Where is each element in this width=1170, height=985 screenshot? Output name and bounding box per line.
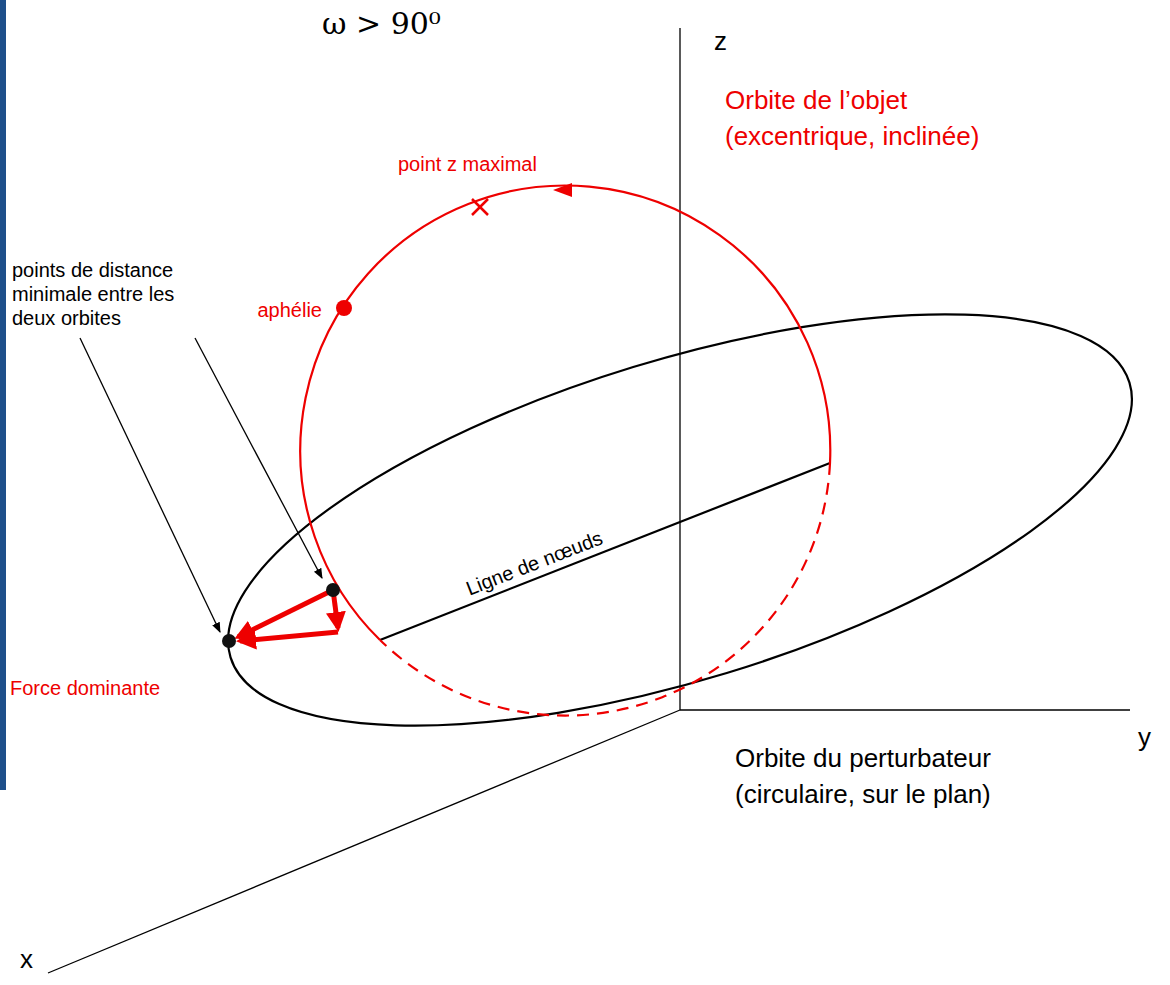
line-of-nodes bbox=[380, 463, 830, 640]
omega-condition: ω > 90⁰ bbox=[322, 6, 441, 42]
dominant-force-arrow bbox=[238, 590, 333, 637]
slide-edge-band bbox=[0, 0, 6, 790]
perturber-orbit bbox=[184, 230, 1170, 811]
force-component-arrow bbox=[240, 632, 338, 641]
axis-label: z bbox=[714, 26, 727, 57]
x-axis bbox=[48, 710, 680, 973]
aphelion-dot bbox=[336, 300, 352, 316]
leader-line bbox=[195, 338, 322, 578]
max-z-mark bbox=[472, 199, 488, 215]
object-orbit-above bbox=[300, 186, 830, 640]
force-label: Force dominante bbox=[10, 676, 160, 700]
axis-label: x bbox=[20, 944, 33, 975]
leader-line bbox=[80, 338, 220, 632]
node-line-label: Ligne de nœuds bbox=[462, 526, 605, 601]
object-orbit-label: Orbite de l’objet (excentrique, inclinée… bbox=[725, 82, 1045, 155]
min-distance-label: points de distance minimale entre les de… bbox=[12, 258, 197, 330]
max-z-mark bbox=[472, 199, 488, 215]
max-z-label: point z maximal bbox=[398, 152, 537, 176]
axis-label: y bbox=[1138, 722, 1151, 753]
orbit-direction-arrow bbox=[553, 183, 572, 197]
y-axis bbox=[680, 709, 1130, 710]
object-orbit-below bbox=[380, 463, 830, 716]
min-distance-point bbox=[326, 583, 340, 597]
perturber-orbit-label: Orbite du perturbateur (circulaire, sur … bbox=[735, 740, 1075, 813]
min-distance-point bbox=[222, 634, 236, 648]
z-axis bbox=[679, 28, 680, 710]
aphelion-label: aphélie bbox=[257, 298, 322, 322]
